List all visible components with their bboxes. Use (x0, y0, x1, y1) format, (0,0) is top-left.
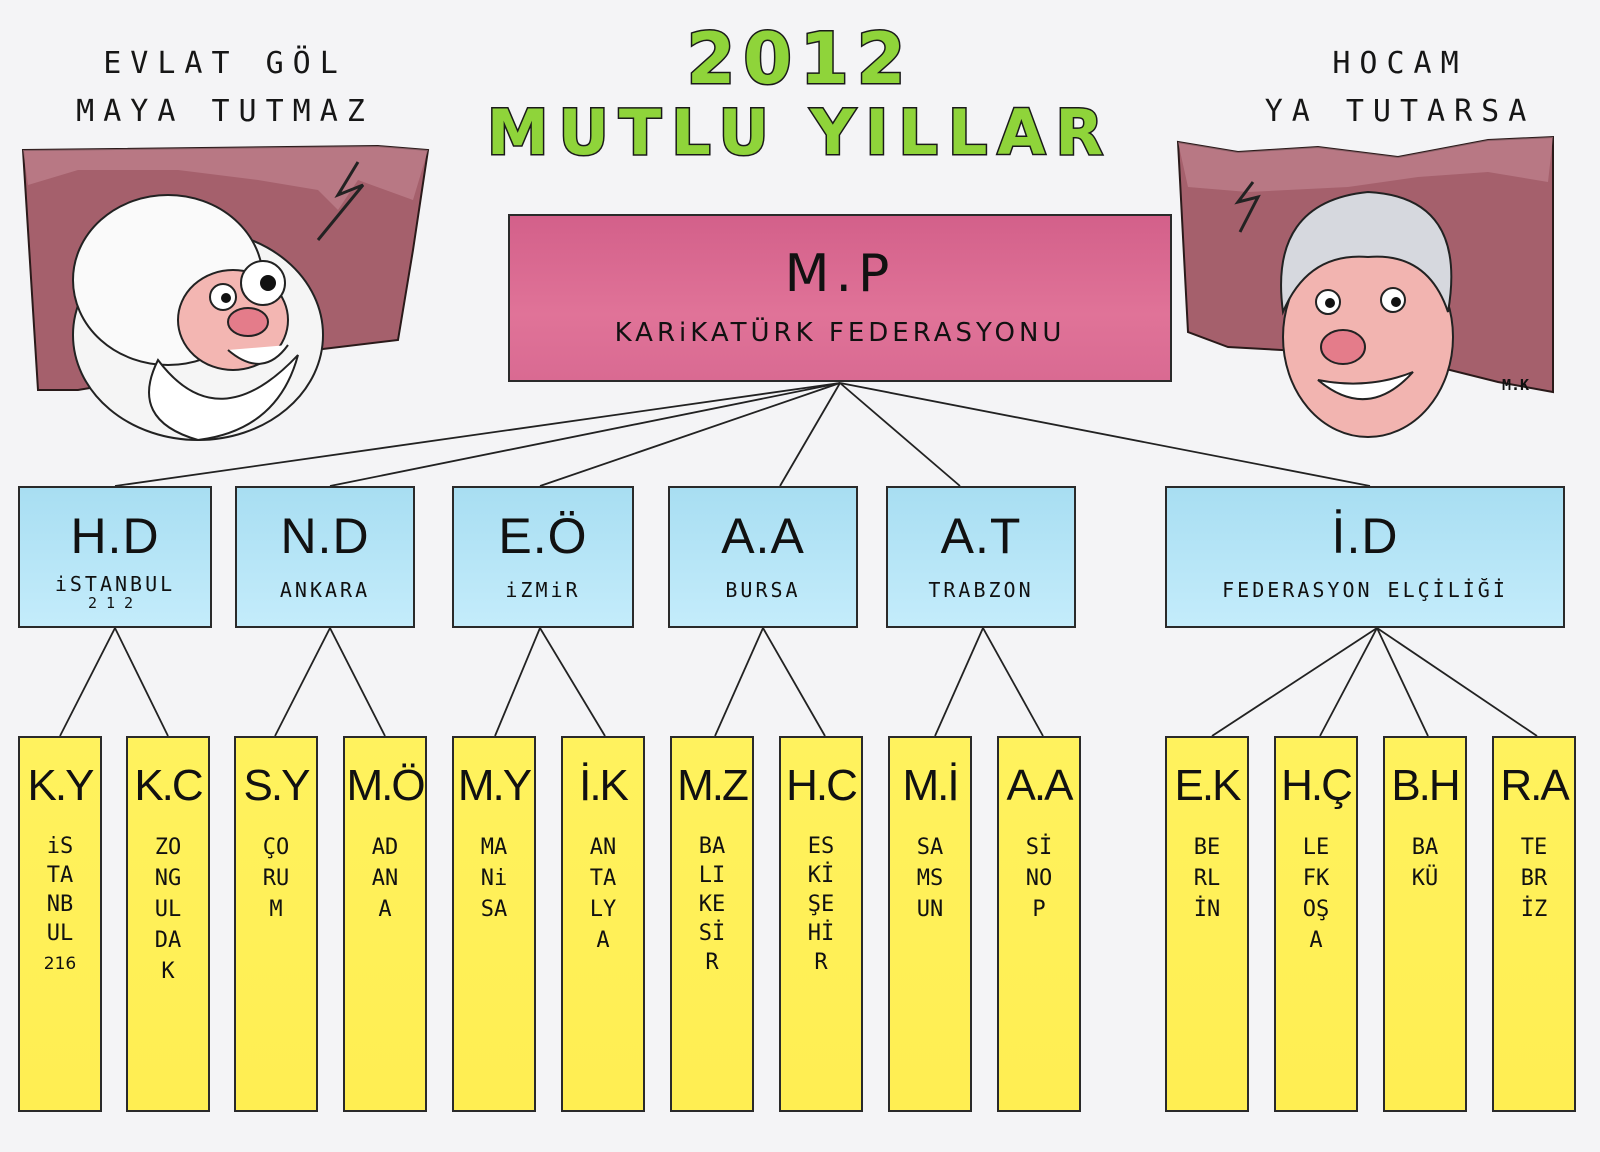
leaf-city: ANTALYA (588, 832, 618, 956)
leaf-box-hc: H.C ESKİŞEHİR (779, 736, 863, 1112)
leaf-box-mi: M.İ SAMSUN (888, 736, 972, 1112)
leaf-initials: İ.K (563, 760, 643, 812)
right-caricature-illustration (1168, 132, 1568, 442)
left-quote: EVLAT GÖL MAYA TUTMAZ (40, 40, 410, 136)
connector-eo-ik (540, 628, 605, 736)
connector-id-ek (1212, 628, 1377, 736)
leaf-box-my: M.Y MANiSA (452, 736, 536, 1112)
leaf-city: LEFKOŞA (1301, 832, 1331, 956)
connector-id-ra (1377, 628, 1537, 736)
leaf-extra: 216 (20, 954, 100, 974)
left-quote-line-1: EVLAT GÖL (40, 40, 410, 88)
connector-hd-ky (60, 628, 115, 736)
connector-id-hc (1320, 628, 1377, 736)
leaf-initials: M.Y (454, 760, 534, 812)
connector-nd-mo (330, 628, 385, 736)
left-caricature-illustration (18, 140, 438, 450)
connector-aa-hc (763, 628, 825, 736)
leaf-city: ÇORUM (261, 832, 291, 925)
group-box-eo: E.Ö iZMiR (452, 486, 634, 628)
leaf-box-kc: K.C ZONGULDAK (126, 736, 210, 1112)
left-quote-line-2: MAYA TUTMAZ (40, 88, 410, 136)
leaf-initials: M.İ (890, 760, 970, 812)
group-initials: A.T (888, 508, 1074, 564)
group-subtitle: TRABZON (888, 578, 1074, 602)
leaf-initials: K.C (128, 760, 208, 812)
leaf-city: iSTANBUL (45, 832, 75, 948)
group-subtitle: ANKARA (237, 578, 413, 602)
leaf-city: TEBRİZ (1519, 832, 1549, 925)
group-subtitle: iSTANBUL (20, 572, 210, 596)
group-box-aa: A.A BURSA (668, 486, 858, 628)
leaf-city: SAMSUN (915, 832, 945, 925)
group-initials: A.A (670, 508, 856, 564)
leaf-box-ek: E.K BERLİN (1165, 736, 1249, 1112)
connector-at-mi (935, 628, 983, 736)
right-quote-line-2: YA TUTARSA (1235, 88, 1565, 136)
group-initials: İ.D (1167, 508, 1563, 564)
leaf-initials: S.Y (236, 760, 316, 812)
right-quote-line-1: HOCAM (1235, 40, 1565, 88)
leaf-box-ra: R.A TEBRİZ (1492, 736, 1576, 1112)
artist-signature: M.K (1502, 376, 1529, 394)
leaf-box-ky: K.Y iSTANBUL 216 (18, 736, 102, 1112)
connector-nd-sy (275, 628, 330, 736)
leaf-initials: M.Z (672, 760, 752, 812)
root-subtitle: KARiKATÜRK FEDERASYONU (510, 318, 1170, 348)
leaf-box-ik: İ.K ANTALYA (561, 736, 645, 1112)
root-initials: M.P (510, 244, 1170, 304)
connector-hd-kc (115, 628, 168, 736)
group-subtitle: iZMiR (454, 578, 632, 602)
leaf-city: SİNOP (1024, 832, 1054, 925)
leaf-city: ADANA (370, 832, 400, 925)
leaf-city: ZONGULDAK (153, 832, 183, 987)
leaf-box-mz: M.Z BALIKESİR (670, 736, 754, 1112)
group-box-id: İ.D FEDERASYON ELÇİLİĞİ (1165, 486, 1565, 628)
leaf-box-hc2: H.Ç LEFKOŞA (1274, 736, 1358, 1112)
group-subtitle: FEDERASYON ELÇİLİĞİ (1167, 578, 1563, 602)
leaf-box-sy: S.Y ÇORUM (234, 736, 318, 1112)
leaf-city: BAKÜ (1410, 832, 1440, 894)
leaf-box-mo: M.Ö ADANA (343, 736, 427, 1112)
group-initials: N.D (237, 508, 413, 564)
group-box-nd: N.D ANKARA (235, 486, 415, 628)
connector-aa-mz (715, 628, 763, 736)
connector-root-at (840, 383, 960, 486)
group-box-hd: H.D iSTANBUL 212 (18, 486, 212, 628)
group-subtitle: BURSA (670, 578, 856, 602)
connector-at-aa (983, 628, 1043, 736)
root-node-box: M.P KARiKATÜRK FEDERASYONU (508, 214, 1172, 382)
connector-root-aa (780, 383, 840, 486)
leaf-city: ESKİŞEHİR (806, 832, 836, 977)
leaf-initials: A.A (999, 760, 1079, 812)
group-initials: H.D (20, 508, 210, 564)
leaf-city: BALIKESİR (697, 832, 727, 977)
group-initials: E.Ö (454, 508, 632, 564)
leaf-initials: R.A (1494, 760, 1574, 812)
connector-eo-my (495, 628, 540, 736)
leaf-city: BERLİN (1192, 832, 1222, 925)
leaf-box-aa: A.A SİNOP (997, 736, 1081, 1112)
leaf-initials: H.C (781, 760, 861, 812)
right-quote: HOCAM YA TUTARSA (1235, 40, 1565, 136)
leaf-initials: B.H (1385, 760, 1465, 812)
leaf-initials: K.Y (20, 760, 100, 812)
leaf-box-bh: B.H BAKÜ (1383, 736, 1467, 1112)
leaf-initials: E.K (1167, 760, 1247, 812)
leaf-initials: M.Ö (345, 760, 425, 812)
leaf-city: MANiSA (479, 832, 509, 925)
group-extra: 212 (20, 596, 210, 610)
group-box-at: A.T TRABZON (886, 486, 1076, 628)
leaf-initials: H.Ç (1276, 760, 1356, 812)
